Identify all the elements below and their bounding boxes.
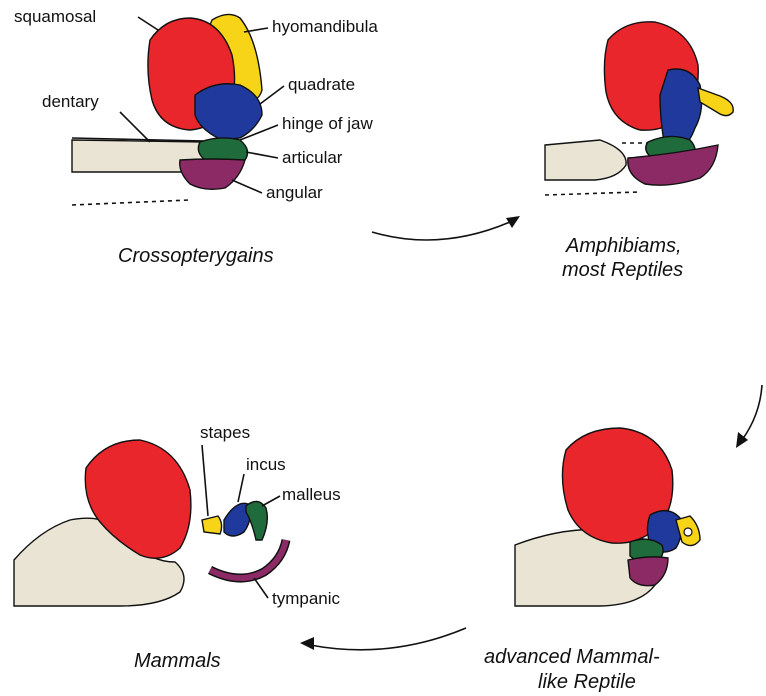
- label-angular: angular: [266, 183, 323, 202]
- leader-malleus: [262, 496, 280, 506]
- quadrate-bone: [195, 84, 262, 140]
- dentary-bone: [545, 140, 626, 180]
- stapes-hole: [684, 528, 692, 536]
- angular-bone: [628, 557, 668, 586]
- caption-amphibians-line1: Amphibiams,: [565, 235, 682, 257]
- caption-crossopterygians: Crossopterygains: [118, 245, 274, 267]
- label-dentary: dentary: [42, 92, 99, 111]
- label-malleus: malleus: [282, 485, 341, 504]
- arrow-to-mammal-like: [736, 385, 762, 448]
- leader-quadrate: [260, 86, 284, 104]
- leader-tympanic: [254, 578, 268, 598]
- caption-mammal-like-line2: like Reptile: [538, 671, 636, 693]
- hyomandibula-bone: [698, 88, 733, 116]
- arrow-to-amphibians: [372, 216, 520, 240]
- jaw-line-dashed-bottom: [545, 192, 640, 195]
- panel-mammals: stapes incus malleus tympanic Mammals: [14, 423, 341, 672]
- caption-mammals: Mammals: [134, 650, 221, 672]
- panel-mammal-like: advanced Mammal- like Reptile: [484, 428, 700, 693]
- tympanic-bone-fill: [210, 540, 286, 578]
- leader-squamosal: [138, 17, 158, 30]
- panel-amphibians: Amphibiams, most Reptiles: [545, 22, 733, 281]
- label-tympanic: tympanic: [272, 589, 341, 608]
- arrow-to-mammals: [300, 628, 466, 650]
- angular-bone: [180, 159, 245, 189]
- label-hinge-of-jaw: hinge of jaw: [282, 114, 373, 133]
- label-hyomandibula: hyomandibula: [272, 17, 378, 36]
- leader-articular: [246, 152, 278, 158]
- leader-angular: [232, 180, 262, 193]
- leader-dentary: [120, 112, 150, 142]
- label-squamosal: squamosal: [14, 7, 96, 26]
- stapes-bone: [202, 516, 222, 534]
- leader-stapes: [202, 445, 208, 516]
- jaw-line-dashed: [72, 200, 190, 205]
- label-stapes: stapes: [200, 423, 250, 442]
- label-incus: incus: [246, 455, 286, 474]
- label-articular: articular: [282, 148, 343, 167]
- label-quadrate: quadrate: [288, 75, 355, 94]
- caption-amphibians-line2: most Reptiles: [562, 259, 683, 281]
- panel-crossopterygians: squamosal hyomandibula quadrate dentary …: [14, 7, 378, 267]
- leader-incus: [238, 474, 244, 502]
- caption-mammal-like-line1: advanced Mammal-: [484, 646, 660, 668]
